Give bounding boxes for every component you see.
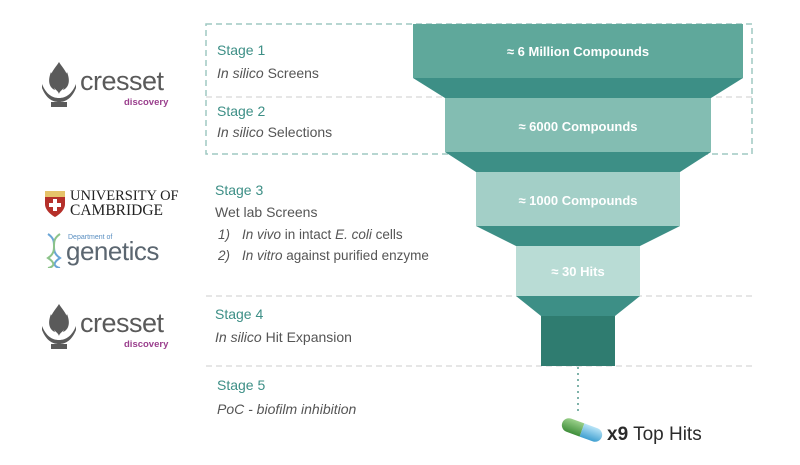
cresset-flame-icon: [42, 62, 76, 107]
stage-3-title: Stage 3: [215, 182, 264, 198]
funnel-label-1: ≈ 6 Million Compounds: [506, 44, 650, 59]
cresset-wordmark: cresset: [80, 66, 164, 96]
top-hits-label: x9 Top Hits: [607, 424, 702, 446]
stage-2-title: Stage 2: [217, 103, 266, 119]
cresset-logo-top: cresset discovery: [40, 60, 190, 110]
cresset-subtitle: discovery: [124, 97, 169, 108]
stage-3-item-1: 1) In vivo in intact E. coli cells: [218, 227, 403, 242]
cresset-logo-bottom: cresset discovery: [40, 302, 190, 352]
stage-3-item-2-num: 2): [218, 248, 231, 263]
top-hits-count: x9: [607, 424, 629, 445]
funnel-level-1: [413, 24, 743, 78]
stage-1-title: Stage 1: [217, 42, 266, 58]
stage-3-item-1-italic: In vivo: [242, 227, 282, 242]
funnel-connector-3: [476, 226, 680, 246]
cambridge-line-2: CAMBRIDGE: [70, 202, 164, 219]
stage-1-desc-italic: In silico: [217, 65, 264, 81]
funnel-level-4: [516, 246, 640, 296]
funnel-level-3: [476, 172, 680, 226]
cresset-wordmark: cresset: [80, 308, 164, 338]
stage-2-desc: In silico Selections: [217, 124, 332, 140]
dna-helix-icon: [46, 233, 62, 268]
cresset-subtitle: discovery: [124, 339, 169, 350]
stage-1-desc-rest: Screens: [263, 65, 319, 81]
cresset-flame-icon: [42, 304, 76, 349]
funnel-connector-4: [516, 296, 640, 316]
funnel-label-3: ≈ 1000 Compounds: [518, 193, 638, 208]
cambridge-logo: UNIVERSITY OF CAMBRIDGE: [44, 188, 184, 222]
stage-4-title: Stage 4: [215, 306, 264, 322]
funnel-connector-1: [413, 78, 743, 98]
stage-2-desc-rest: Selections: [263, 124, 333, 140]
stage-3-item-1-rest-a: in intact: [281, 227, 336, 242]
stage-3-item-2-rest-a: against purified enzyme: [282, 248, 429, 263]
stage-3-item-1-num: 1): [218, 227, 231, 242]
top-hits-text: Top Hits: [628, 424, 702, 445]
funnel-level-5: [541, 316, 615, 366]
cambridge-crest-icon: [45, 191, 65, 217]
funnel-connector-2: [445, 152, 711, 172]
funnel-label-2: ≈ 6000 Compounds: [518, 119, 638, 134]
stage-5-desc: PoC - biofilm inhibition: [217, 401, 356, 417]
genetics-wordmark: genetics: [66, 236, 159, 266]
capsule-icon: [561, 418, 603, 442]
stage-5-title: Stage 5: [217, 377, 266, 393]
stage-1-desc: In silico Screens: [217, 65, 319, 81]
stage-5-desc-italic: PoC - biofilm inhibition: [217, 401, 357, 417]
stage-2-desc-italic: In silico: [217, 124, 264, 140]
stage-3-item-1-rest-b: cells: [371, 227, 403, 242]
stage-3-desc: Wet lab Screens: [215, 204, 318, 220]
genetics-department: Department of: [68, 234, 113, 241]
funnel-label-4: ≈ 30 Hits: [551, 264, 605, 279]
stage-3-item-2: 2) In vitro against purified enzyme: [218, 248, 429, 263]
funnel-level-2: [445, 98, 711, 152]
stage-4-desc-rest: Hit Expansion: [261, 329, 352, 345]
genetics-logo: Department of genetics: [44, 232, 184, 270]
stage-4-desc: In silico Hit Expansion: [215, 329, 352, 345]
stage-4-desc-italic: In silico: [215, 329, 262, 345]
stage-3-item-1-italic2: E. coli: [335, 227, 372, 242]
stage-3-item-2-italic: In vitro: [242, 248, 283, 263]
cambridge-line-1: UNIVERSITY OF: [70, 188, 179, 204]
